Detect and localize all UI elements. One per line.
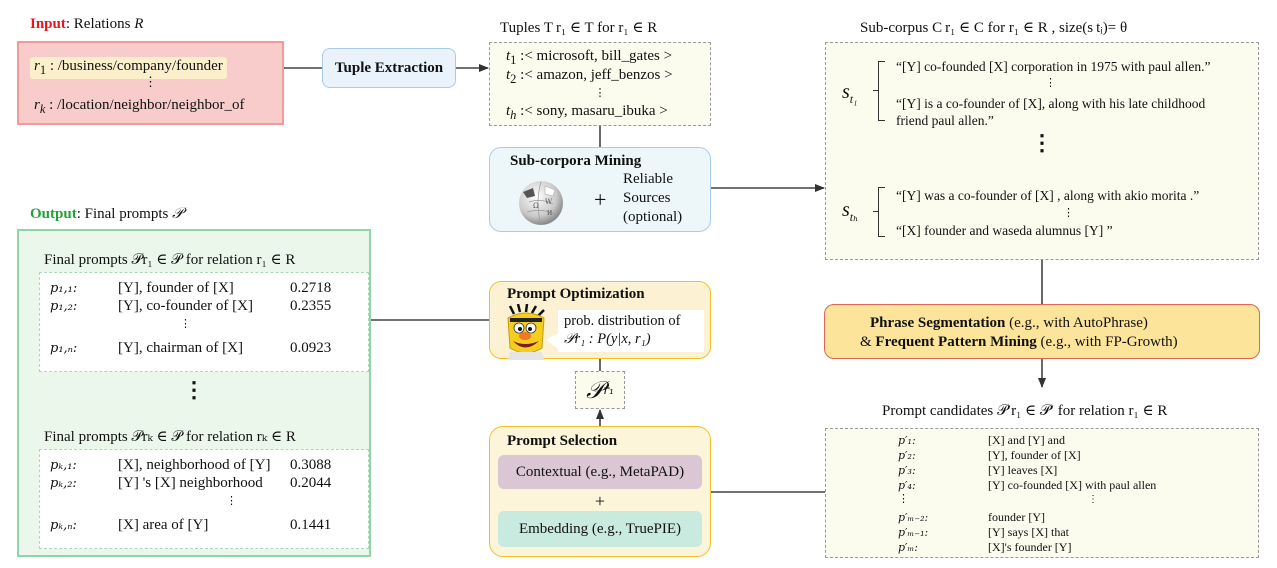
tuples-title: Tuples T r₁ ∈ T for r₁ ∈ R [500,20,658,36]
candidate-row: p′ₘ:[X]'s founder [Y] [898,540,1072,554]
input-label: Input: Relations R [30,16,144,32]
output-final-prompts-box: Final prompts 𝒫r₁ ∈ 𝒫 for relation r₁ ∈ … [17,229,371,557]
prompt-candidates-title: Prompt candidates 𝒫′r₁ ∈ 𝒫′ for relation… [882,403,1168,419]
subcorpus-box: st₁ “[Y] co-founded [X] corporation in 1… [825,42,1259,260]
tuple-row: t1 :< microsoft, bill_gates > [506,48,673,67]
relation-rk[interactable]: rk : /location/neighbor/neighbor_of [34,97,245,116]
final-prompts-r1-list: p₁,₁:[Y], founder of [X]0.2718 p₁,₂:[Y],… [39,272,369,372]
vertical-ellipsis: ⋮ [594,87,606,99]
contextual-method[interactable]: Contextual (e.g., MetaPAD) [498,455,702,489]
candidate-row: p′₄:[Y] co-founded [X] with paul allen [898,478,1157,492]
plus-sign: + [594,187,607,212]
reliable-sources-label: Reliable Sources (optional) [623,171,683,225]
subcorpus-title: Sub-corpus C r₁ ∈ C for r₁ ∈ R , size(s … [860,20,1128,36]
final-prompts-rk-title: Final prompts 𝒫rₖ ∈ 𝒫 for relation rₖ ∈ … [44,429,296,445]
sentence: “[Y] is a co-founder of [X], along with … [896,96,1206,111]
prompt-optimization-title: Prompt Optimization [507,286,645,302]
candidate-row: p′₃:[Y] leaves [X] [898,463,1058,477]
sentence: “[Y] was a co-founder of [X] , along wit… [896,188,1200,203]
big-vertical-ellipsis: ⋮ [1031,130,1053,155]
final-prompt-row: p₁,₁:[Y], founder of [X]0.2718 [50,280,332,296]
left-brace [878,61,885,121]
svg-text:W: W [545,198,553,206]
sentence-group-label: stₕ [842,199,859,224]
sentence: “[Y] co-founded [X] corporation in 1975 … [896,59,1211,74]
svg-text:Ω: Ω [533,202,539,210]
speech-bubble: prob. distribution of 𝒫r₁ : P(y|x, r₁) [558,310,704,352]
output-keyword: Output [30,206,77,222]
vertical-ellipsis: ⋮ [144,74,157,89]
bert-character-icon [507,304,545,360]
svg-text:И: И [547,210,552,217]
sentence: friend paul allen.” [896,113,994,128]
candidate-row: p′₁:[X] and [Y] and [898,433,1065,447]
tuples-box: t1 :< microsoft, bill_gates > t2 :< amaz… [489,42,711,126]
embedding-method[interactable]: Embedding (e.g., TruePIE) [498,511,702,547]
candidate-ellipsis-row: ⋮⋮ [898,492,1098,506]
phrase-segmentation-step[interactable]: Phrase Segmentation (e.g., with AutoPhra… [824,304,1260,359]
subcorpora-mining-title: Sub-corpora Mining [510,153,642,169]
vertical-ellipsis: ⋮ [226,495,237,507]
plus-sign: + [594,491,606,511]
candidate-row: p′ₘ₋₁:[Y] says [X] that [898,525,1069,539]
final-prompt-row: p₁,₂:[Y], co-founder of [X]0.2355 [50,298,332,314]
tuple-extraction-step[interactable]: Tuple Extraction [322,48,456,88]
left-brace [878,187,885,237]
input-relations-box: r1 : /business/company/founder ⋮ rk : /l… [17,41,284,125]
tuple-row: th :< sony, masaru_ibuka > [506,103,668,122]
final-prompt-row: pₖ,ₙ:[X] area of [Y]0.1441 [50,517,332,533]
input-keyword: Input [30,16,66,32]
final-prompts-r1-title: Final prompts 𝒫r₁ ∈ 𝒫 for relation r₁ ∈ … [44,252,296,268]
subcorpora-mining-step[interactable]: Sub-corpora Mining Ω W И + Reliable Sour… [489,147,711,232]
prompt-selection-step[interactable]: Prompt Selection Contextual (e.g., MetaP… [489,426,711,557]
sentence-group-label: st₁ [842,81,858,106]
big-vertical-ellipsis: ⋮ [183,377,205,402]
prompt-optimization-step[interactable]: Prompt Optimization prob. distribution o… [489,281,711,360]
vertical-ellipsis: ⋮ [1063,207,1074,219]
vertical-ellipsis: ⋮ [1045,77,1056,89]
relation-r1[interactable]: r1 : /business/company/founder [30,57,227,79]
vertical-ellipsis: ⋮ [180,318,191,330]
final-prompt-row: p₁,ₙ:[Y], chairman of [X]0.0923 [50,340,332,356]
prompt-selection-title: Prompt Selection [507,433,618,449]
candidate-row: p′ₘ₋₂:founder [Y] [898,510,1045,524]
tuple-row: t2 :< amazon, jeff_benzos > [506,67,673,86]
sentence: “[X] founder and waseda alumnus [Y] ” [896,223,1113,238]
final-prompts-rk-list: pₖ,₁:[X], neighborhood of [Y]0.3088 pₖ,₂… [39,449,369,549]
wikipedia-globe-icon: Ω W И [519,181,563,225]
final-prompt-row: pₖ,₁:[X], neighborhood of [Y]0.3088 [50,457,332,473]
output-label: Output: Final prompts 𝒫 [30,206,183,222]
prompt-candidates-box: p′₁:[X] and [Y] and p′₂:[Y], founder of … [825,428,1259,558]
candidate-row: p′₂:[Y], founder of [X] [898,448,1081,462]
